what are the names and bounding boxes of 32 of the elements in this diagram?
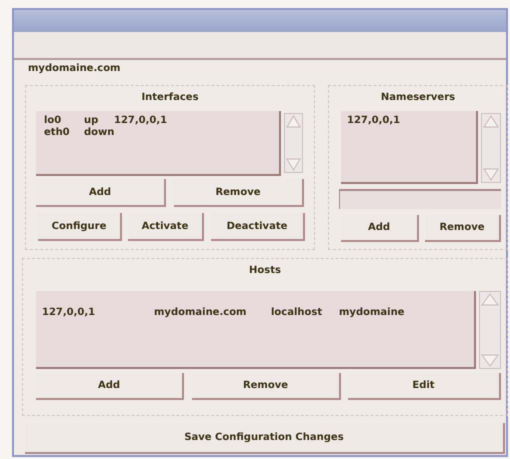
list-item: down [84,127,114,138]
panel-heading: Nameservers [380,92,456,103]
list-item: 127,0,0,1 [114,115,168,126]
list-box [36,111,281,176]
remove-button: Remove [425,215,501,242]
edit-button: Edit [348,373,501,400]
panel-heading: Interfaces [140,92,200,103]
list-item: up [84,115,98,126]
save-button: Save Configuration Changes [25,423,505,454]
add-button: Add [36,373,184,400]
list-item: mydomaine [339,307,404,318]
list-item: mydomaine.com [154,307,246,318]
deactivate-button: Deactivate [211,213,305,241]
add-button: Add [341,215,419,242]
nameservers-panel [328,85,508,250]
activate-button: Activate [128,213,204,241]
hosts-panel [22,258,508,416]
list-item: eth0 [44,127,70,138]
remove-button: Remove [174,179,304,207]
input-field [339,189,501,209]
domain-label: mydomaine.com [28,63,120,74]
remove-button: Remove [192,373,341,400]
add-button: Add [36,179,166,207]
list-item: lo0 [44,115,62,126]
list-box [36,291,476,369]
interfaces-panel [25,85,315,250]
list-item: 127,0,0,1 [42,307,96,318]
list-item: localhost [271,307,322,318]
list-box [341,111,478,184]
configure-button: Configure [38,213,122,241]
list-item: 127,0,0,1 [347,115,400,126]
panel-heading: Hosts [248,265,282,276]
